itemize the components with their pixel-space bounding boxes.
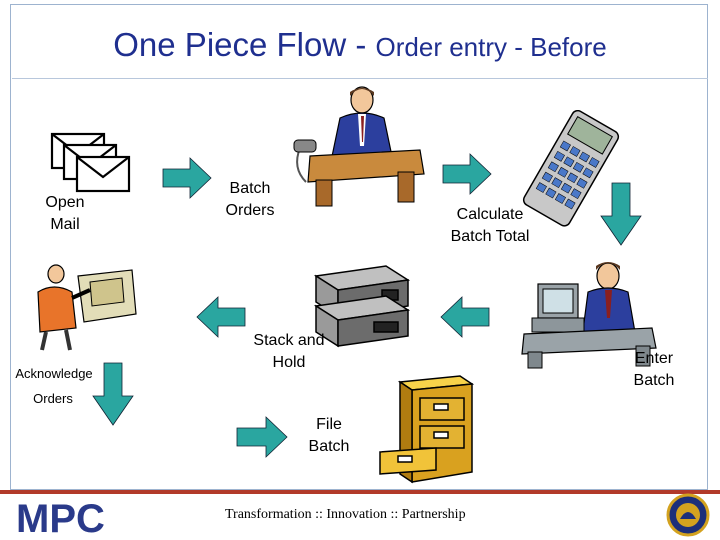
footer: [0, 494, 720, 540]
footer-tagline: Transformation :: Innovation :: Partners…: [225, 507, 466, 522]
arrow-right-icon: [236, 416, 288, 458]
logo-text: MPC: [16, 498, 105, 538]
label-batch-orders: Batch Orders: [225, 180, 275, 219]
title-main: One Piece Flow -: [113, 26, 376, 63]
arrow-left-icon: [196, 296, 246, 338]
label-enter-batch: Enter Batch: [633, 350, 675, 389]
title-rule: [12, 78, 708, 79]
mpc-logo: MPC: [16, 498, 105, 538]
arrow-right-icon: [442, 153, 492, 195]
arrow-down-icon: [600, 182, 642, 246]
man-at-computer-icon: [521, 262, 657, 369]
label-calculate-batch-total: Calculate Batch Total: [450, 206, 530, 245]
slide-title: One Piece Flow - Order entry - Before: [0, 26, 720, 64]
person-with-inbox-icon: [37, 264, 137, 351]
slide-frame: [10, 4, 708, 490]
envelopes-icon: [50, 132, 131, 193]
footer-bar: [0, 490, 720, 494]
label-file-batch: File Batch: [308, 416, 350, 455]
filing-cabinet-icon: [379, 375, 474, 484]
label-open-mail: Open Mail: [45, 194, 85, 233]
label-orders: Orders: [33, 391, 73, 406]
man-at-desk-icon: [293, 86, 425, 207]
label-stack-and-hold: Stack and Hold: [253, 332, 325, 371]
calculator-icon: [522, 110, 620, 227]
university-seal-icon: [666, 493, 710, 537]
arrow-down-icon: [92, 362, 134, 426]
arrow-right-icon: [162, 157, 212, 199]
stacked-trays-icon: [313, 265, 411, 348]
title-sub: Order entry - Before: [375, 32, 607, 62]
label-acknowledge: Acknowledge: [15, 366, 93, 381]
arrow-left-icon: [440, 296, 490, 338]
